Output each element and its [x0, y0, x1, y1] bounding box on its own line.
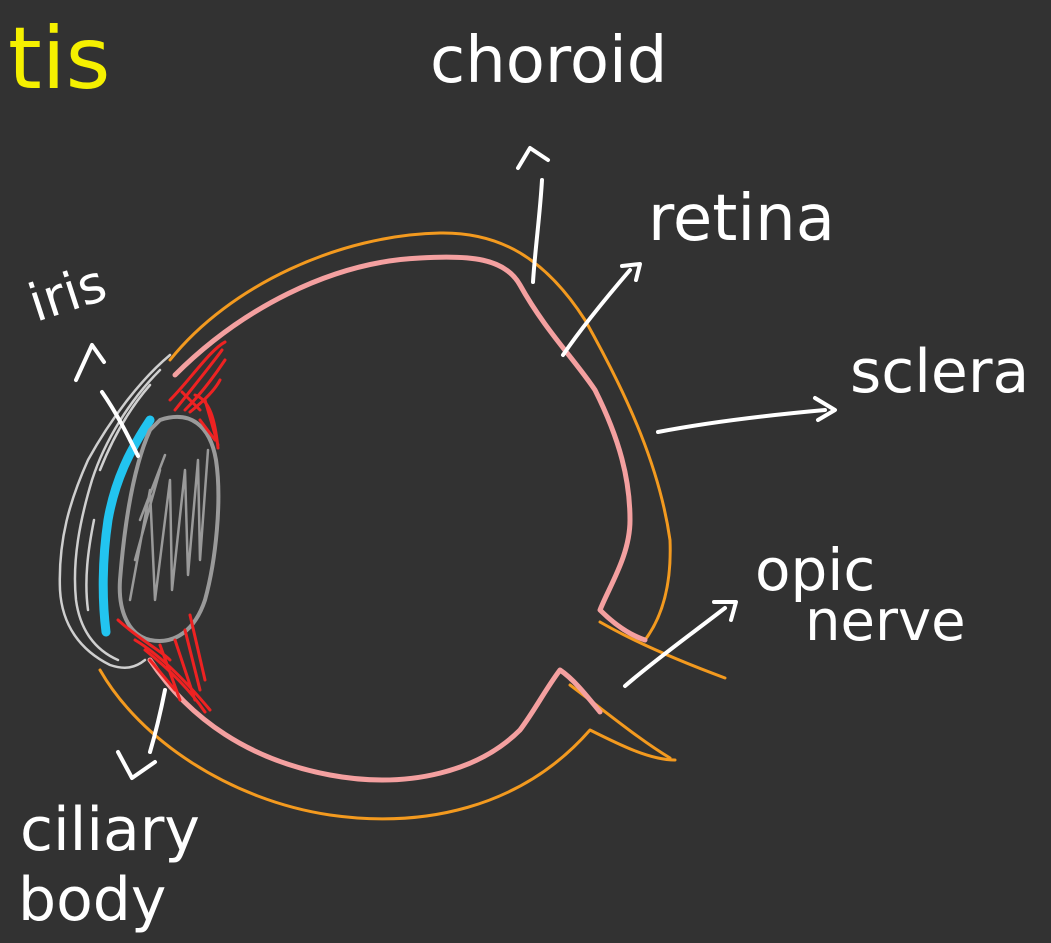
label-ciliary-line1: ciliary — [20, 795, 200, 865]
label-optic-nerve-line2: nerve — [805, 589, 966, 654]
retina-layer — [150, 257, 645, 780]
label-retina: retina — [648, 182, 835, 256]
label-sclera: sclera — [850, 337, 1029, 407]
cornea — [60, 355, 170, 668]
choroid-arrow — [518, 148, 548, 282]
label-ciliary-line2: body — [18, 865, 166, 935]
iris-arrow — [76, 345, 138, 456]
page-title: tis — [8, 9, 110, 109]
retina-arrow — [563, 264, 640, 355]
sclera-arrow — [658, 398, 835, 432]
label-choroid: choroid — [430, 24, 667, 98]
label-iris: iris — [21, 253, 113, 334]
